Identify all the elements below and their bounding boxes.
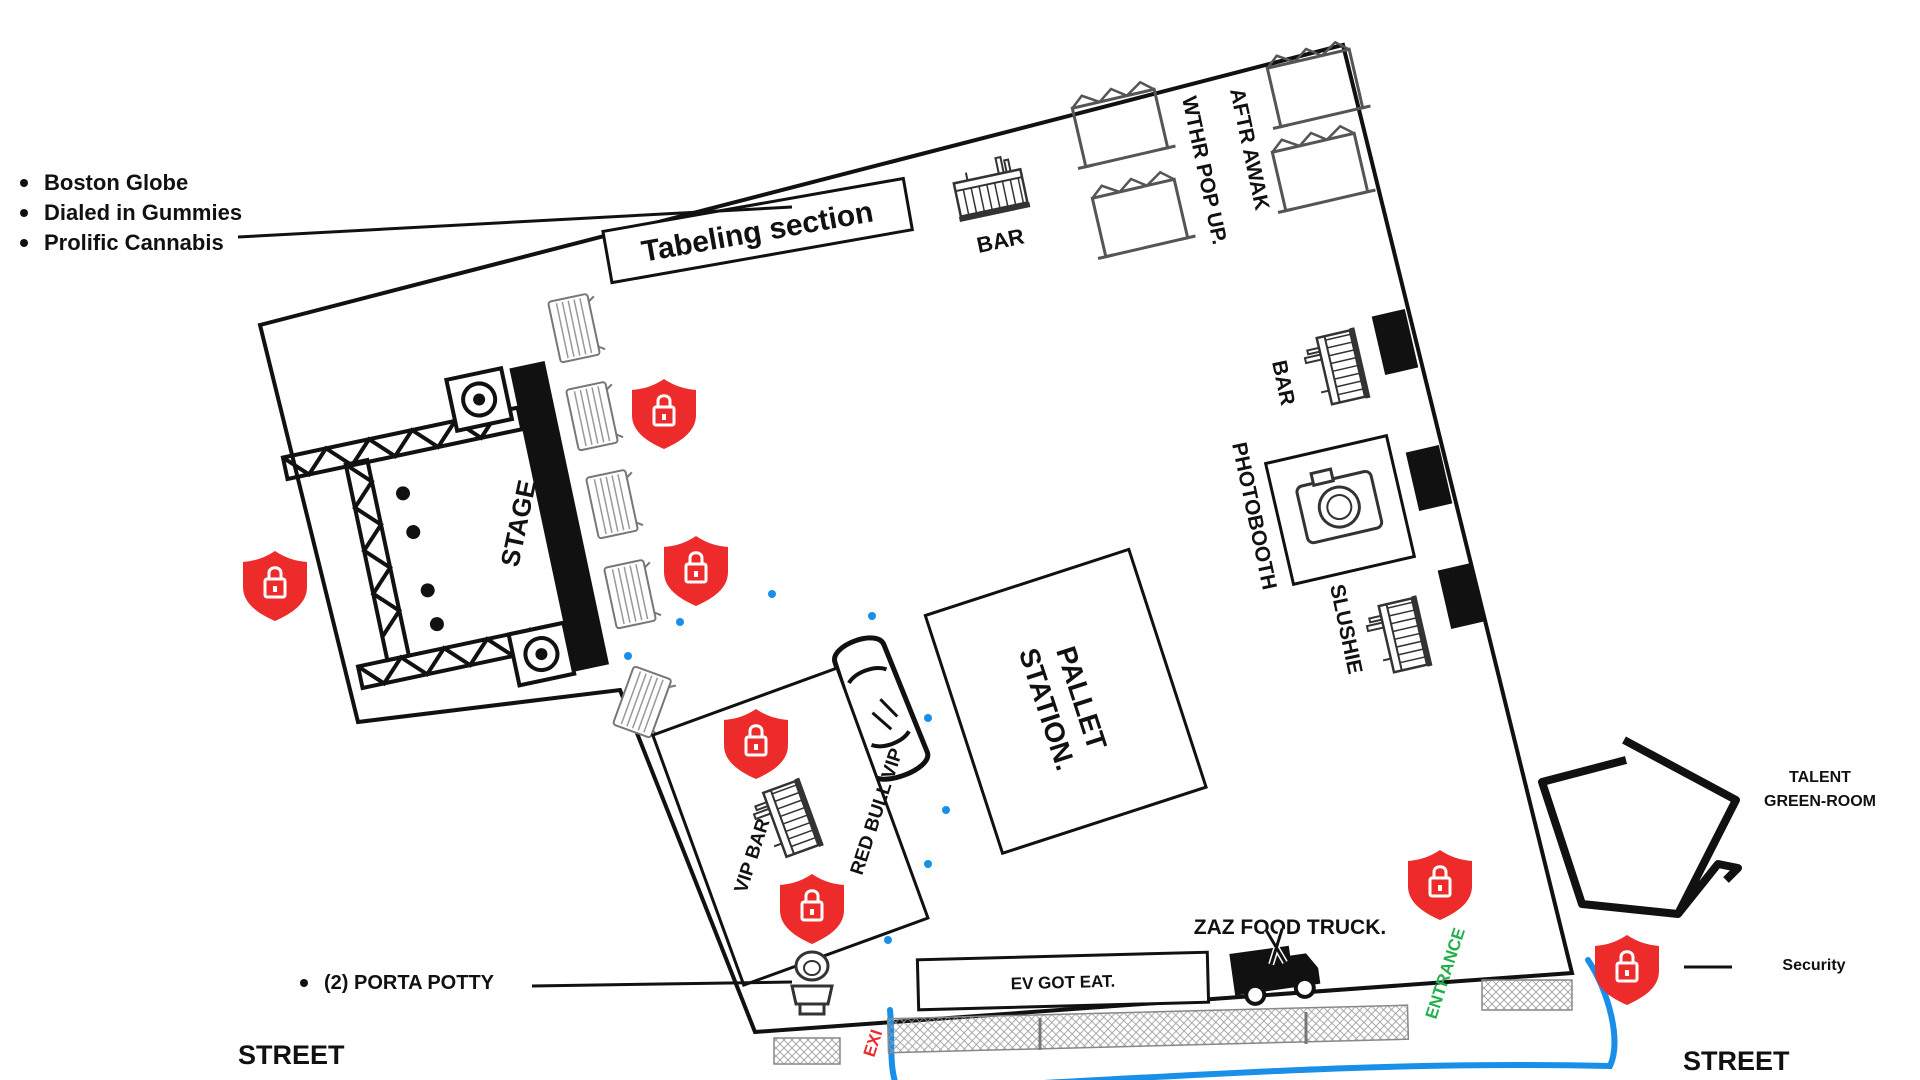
pallet-station	[923, 547, 1208, 856]
vendor-block	[1405, 444, 1453, 512]
talent-green-room-outline	[1538, 736, 1742, 918]
sponsor-pointer-line	[237, 205, 793, 239]
ev-got-eat-box: EV GOT EAT.	[915, 950, 1211, 1012]
talent-green-room-label: TALENT GREEN-ROOM	[1740, 766, 1900, 814]
talent-line2: GREEN-ROOM	[1764, 793, 1876, 810]
food-truck-icon	[1229, 927, 1321, 1006]
fence-segments	[773, 979, 1573, 1065]
car-icon	[832, 635, 930, 782]
photobooth	[1263, 433, 1417, 587]
stage-area	[280, 361, 610, 691]
camera-icon	[1295, 467, 1384, 545]
speaker-icon	[443, 365, 515, 434]
sponsor-item: Prolific Cannabis	[18, 228, 242, 258]
sponsor-item: Dialed in Gummies	[18, 198, 242, 228]
security-label: Security	[1782, 957, 1846, 974]
path-markers	[624, 590, 950, 944]
sponsor-item: Boston Globe	[18, 168, 242, 198]
exit-label: EXI	[860, 1027, 887, 1059]
stage-backline	[509, 361, 610, 672]
street-right-label: STREET	[1683, 1046, 1790, 1076]
fence-icon	[1481, 979, 1573, 1011]
ev-got-eat-label: EV GOT EAT.	[1011, 972, 1116, 994]
porta-potty-list: (2) PORTA POTTY	[298, 970, 494, 996]
toilet-icon	[790, 950, 834, 1016]
porta-potty-item: (2) PORTA POTTY	[298, 970, 494, 996]
talent-line1: TALENT	[1789, 769, 1851, 786]
entry-path-line	[887, 957, 1618, 1080]
street-left-label: STREET	[238, 1040, 345, 1070]
sponsor-list: Boston Globe Dialed in Gummies Prolific …	[18, 168, 242, 258]
vendor-block	[1371, 308, 1419, 376]
speaker-icon	[506, 620, 577, 688]
fence-icon	[773, 1037, 841, 1065]
zaz-food-truck-label: ZAZ FOOD TRUCK.	[1194, 916, 1386, 939]
porta-pointer-line	[531, 980, 793, 988]
fence-icon	[886, 1004, 1410, 1054]
vendor-block	[1437, 562, 1485, 630]
security-shield-icon	[241, 549, 309, 623]
